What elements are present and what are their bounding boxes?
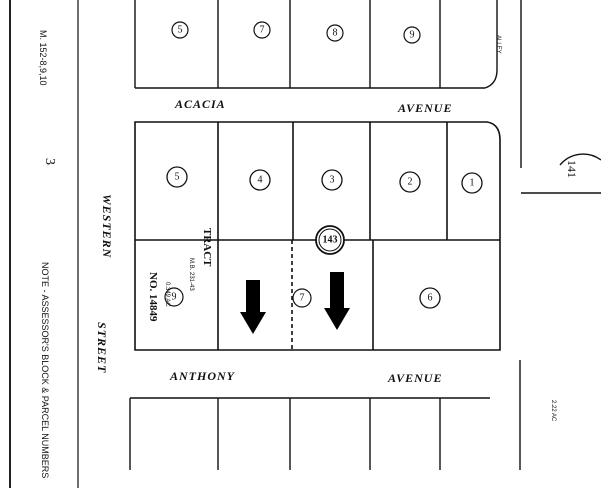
assessor-note: NOTE - ASSESSOR'S BLOCK & PARCEL NUMBERS xyxy=(40,262,50,478)
parcel-area-east: 2.22 AC xyxy=(550,400,556,422)
lot-number: 3 xyxy=(330,175,335,186)
lot-circle xyxy=(403,26,421,44)
down-arrow-icon xyxy=(240,280,266,334)
lot-number: 5 xyxy=(175,172,180,183)
tract-number: NO. 14849 xyxy=(147,272,159,322)
lot-circle xyxy=(326,24,344,42)
lot-number: 9 xyxy=(172,292,177,303)
lot-circle xyxy=(292,288,312,308)
map-reference-note: M. 152-8,9,10 xyxy=(38,30,48,86)
block-number-ring xyxy=(318,228,342,252)
lot-number: 5 xyxy=(178,25,183,36)
lot-number: 2 xyxy=(408,177,413,188)
south-neighbor-block xyxy=(129,360,521,470)
map-page-number: 3 xyxy=(42,158,57,165)
east-neighbor-block xyxy=(521,153,601,194)
lot-number: 8 xyxy=(333,28,338,39)
down-arrow-icon xyxy=(324,272,350,330)
lot-number: 7 xyxy=(300,293,305,304)
block-number: 143 xyxy=(323,235,338,246)
lot-number: 1 xyxy=(470,178,475,189)
lot-number: 4 xyxy=(258,175,263,186)
street-name-western: WESTERN xyxy=(100,194,114,259)
lot-circle xyxy=(321,169,343,191)
street-name-anthony: ANTHONY xyxy=(169,369,236,383)
lot-number: 9 xyxy=(410,30,415,41)
north-neighbor-block xyxy=(134,0,522,168)
tract-book-ref: M.B. 231-43 xyxy=(188,258,194,291)
lot-circle xyxy=(249,169,271,191)
alley-label: ALLEY xyxy=(495,35,501,54)
block-number-circle xyxy=(315,225,345,255)
block-143-outline xyxy=(134,121,501,351)
street-name-acacia: ACACIA xyxy=(174,97,226,111)
tract-label: TRACT xyxy=(201,228,213,267)
street-suffix-acacia: AVENUE xyxy=(397,101,452,115)
lot-circle xyxy=(461,172,483,194)
lot-number: 7 xyxy=(260,25,265,36)
lot-circle xyxy=(164,287,184,307)
lot-circle xyxy=(253,21,271,39)
lot-area: 0.349 AC xyxy=(164,282,170,307)
neighbor-block-number: 141 xyxy=(565,160,579,178)
lot-circle xyxy=(171,21,189,39)
lot-circle xyxy=(399,171,421,193)
lot-circle xyxy=(419,287,441,309)
north-neighbor-lots: 5 7 8 9 xyxy=(171,21,421,44)
lot-number: 6 xyxy=(428,293,433,304)
street-suffix-anthony: AVENUE xyxy=(387,371,442,385)
lot-circle xyxy=(166,166,188,188)
street-suffix-western: STREET xyxy=(95,322,109,373)
